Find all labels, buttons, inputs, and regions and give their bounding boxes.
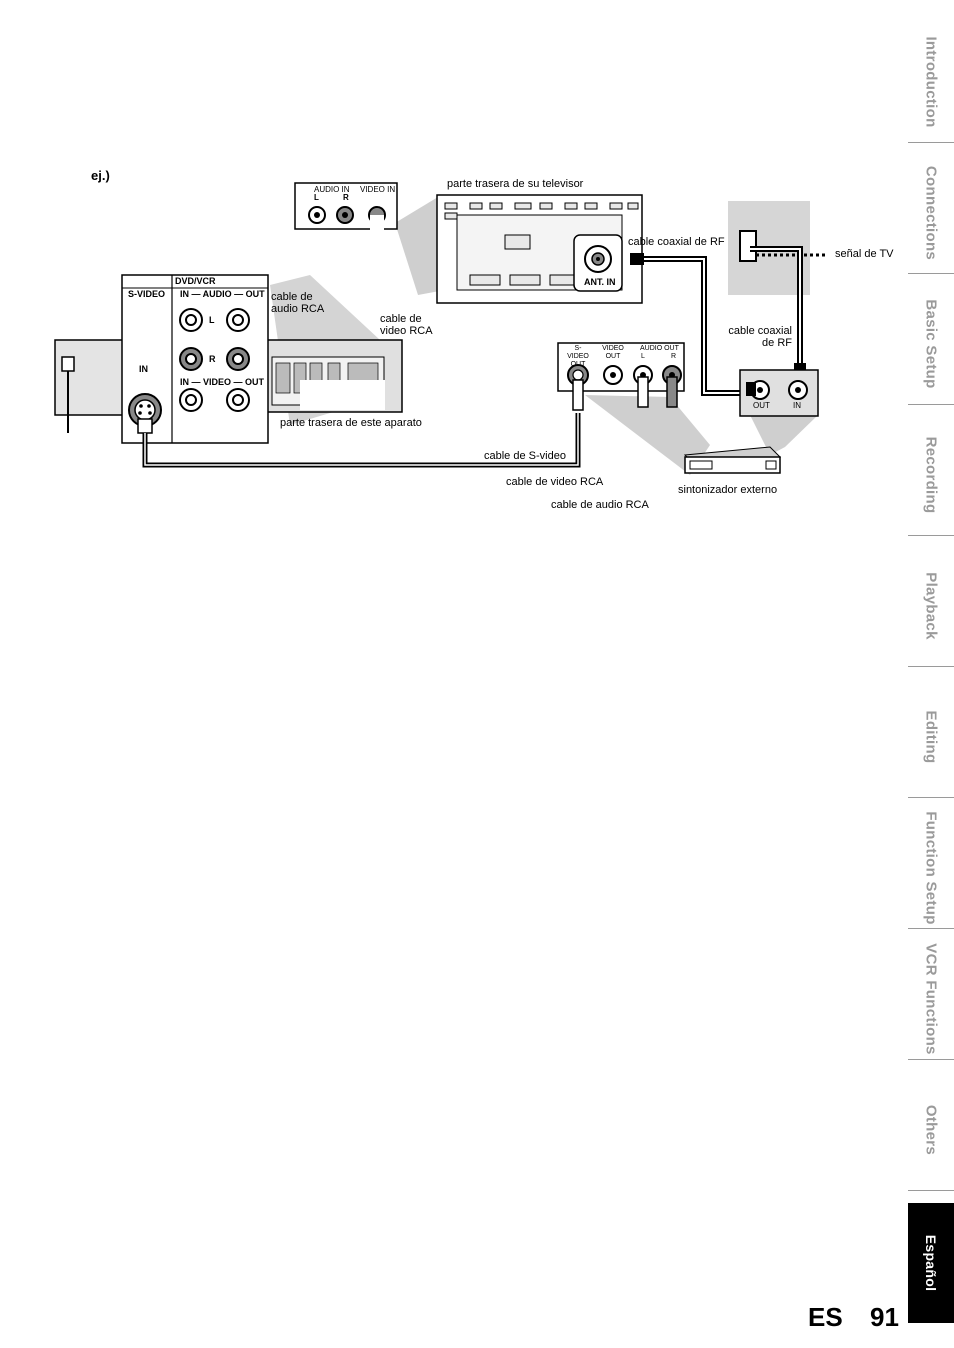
unit-side [54,339,131,416]
tuner-audio-r-label: R [671,353,677,360]
tab-introduction[interactable]: Introduction [908,22,954,143]
tuner-in-label: IN [793,401,801,410]
video-rca-top-label: cable de video RCA [380,313,433,337]
dvd-vcr-label: DVD/VCR [175,276,216,286]
unit-back-label: parte trasera de este aparato [280,417,422,429]
tab-label: Connections [922,165,940,261]
tab-label: Others [922,1104,940,1156]
s-video-plug-unit [137,418,153,434]
audio-rca-bottom-label: cable de audio RCA [551,499,649,511]
tab-label: Recording [922,436,940,514]
tv-signal-label: señal de TV [835,248,894,260]
audio-l-label: L [209,315,215,325]
external-tuner-label: sintonizador externo [678,484,778,496]
tuner-audio-out-label: AUDIO OUT [640,345,679,352]
ant-in-label: ANT. IN [584,277,616,287]
s-video-in-label: IN [139,364,148,374]
s-video-label: S-VIDEO [128,289,166,299]
tab-label: Playback [922,572,940,640]
tab-basic-setup[interactable]: Basic Setup [908,284,954,405]
diagram-graphics [54,182,825,475]
tab-label: Español [923,1234,939,1292]
page-language: ES [808,1302,843,1332]
connection-diagram: parte trasera de su televisor AUDIO IN L… [50,175,894,520]
rf-coax-top-label: cable coaxial de RF [628,236,725,248]
section-tabs: Introduction Connections Basic Setup Rec… [908,22,954,1192]
video-header-label: IN — VIDEO — OUT [180,377,265,387]
tuner-audio-l-label: L [641,353,645,360]
video-rca-bottom-label: cable de video RCA [506,476,604,488]
tab-editing[interactable]: Editing [908,677,954,798]
tuner-s-video-out-label: S-VIDEO OUT [567,345,589,368]
tab-others[interactable]: Others [908,1070,954,1191]
tab-playback[interactable]: Playback [908,546,954,667]
tab-vcr-functions[interactable]: VCR Functions [908,939,954,1060]
tab-label: Basic Setup [922,299,940,389]
rf-plug-tv [630,253,644,265]
tv-audio-in-label: AUDIO IN [314,185,350,194]
page-number: 91 [870,1302,899,1332]
tab-espanol-active[interactable]: Español [908,1203,954,1323]
tv-video-in-label: VIDEO IN [360,185,396,194]
tab-label: Editing [922,710,940,764]
tuner-callout-beam-left [585,395,710,475]
audio-r-label: R [209,354,216,364]
audio-rca-top-label: cable de audio RCA [271,291,325,315]
tv-audio-l-label: L [314,193,319,202]
s-video-cable-label: cable de S-video [484,450,566,462]
tab-recording[interactable]: Recording [908,415,954,536]
tab-connections[interactable]: Connections [908,153,954,274]
tuner-out-label: OUT [753,401,770,410]
audio-header-label: IN — AUDIO — OUT [180,289,265,299]
rf-coax-right-label: cable coaxial de RF [728,325,792,349]
tab-function-setup[interactable]: Function Setup [908,808,954,929]
tab-label: VCR Functions [922,943,940,1055]
tv-back-label: parte trasera de su televisor [447,178,584,190]
tuner-callout-beam-right [750,415,818,455]
example-label: ej.) [91,168,110,183]
tuner-video-out-label: VIDEO OUT [602,345,624,360]
tab-label: Function Setup [922,811,940,925]
tab-label: Introduction [922,36,940,128]
tv-audio-r-label: R [343,193,349,202]
